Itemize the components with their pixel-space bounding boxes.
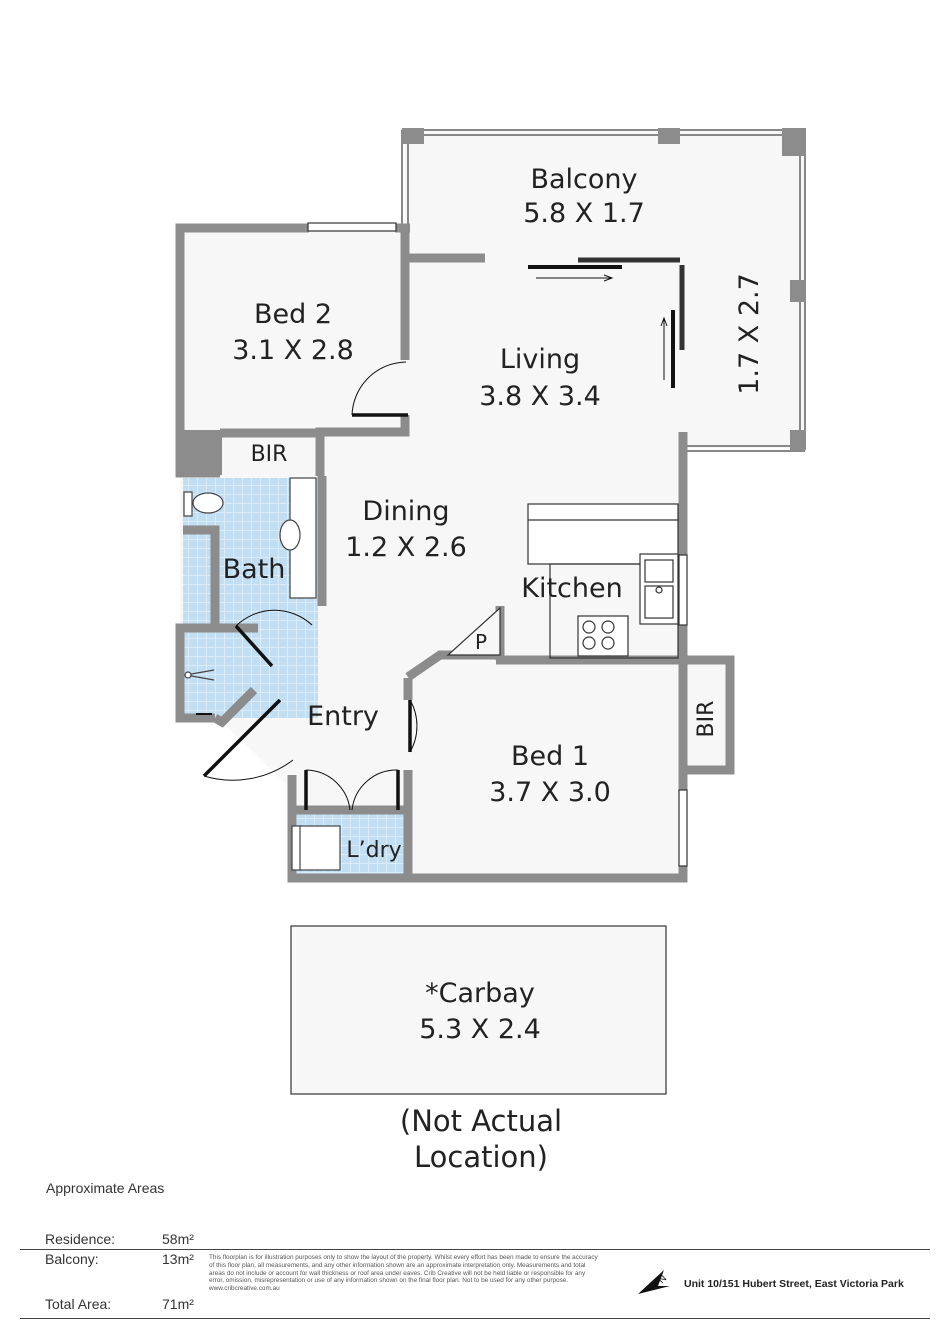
footer-rule-top <box>20 1249 930 1250</box>
bir-top-name: BIR <box>251 442 288 467</box>
living-dims: 3.8 X 3.4 <box>479 381 601 412</box>
footer-rule-bottom <box>20 1318 930 1319</box>
carbay-dims: 5.3 X 2.4 <box>419 1014 541 1045</box>
property-address: Unit 10/151 Hubert Street, East Victoria… <box>684 1278 904 1290</box>
living-name: Living <box>500 344 580 375</box>
residence-value: 58m² <box>162 1231 194 1247</box>
total-area-label: Total Area: <box>45 1296 112 1312</box>
doors <box>196 361 418 811</box>
entry-name: Entry <box>307 701 379 732</box>
balcony-posts <box>402 128 806 450</box>
carbay-outline <box>290 925 667 1095</box>
dining-dims: 1.2 X 2.6 <box>345 532 467 563</box>
bed2-dims: 3.1 X 2.8 <box>232 335 354 366</box>
north-arrow-icon: N <box>638 1270 670 1294</box>
bed1-name: Bed 1 <box>511 741 589 772</box>
bath-fixtures <box>183 477 341 871</box>
bir-side-name: BIR <box>694 701 719 738</box>
balcony-name: Balcony <box>530 164 637 195</box>
kitchen-fixtures <box>446 503 679 659</box>
windows <box>307 222 688 867</box>
carbay-note-line1: (Not Actual <box>400 1104 562 1138</box>
entry-lower-wall <box>212 686 258 728</box>
disclaimer-text: This floorplan is for illustration purpo… <box>209 1254 598 1293</box>
balcony-area-value: 13m² <box>162 1251 194 1267</box>
room-labels: Balcony 5.8 X 1.7 1.7 X 2.7 Living 3.8 X… <box>223 164 765 1174</box>
balcony-area-label: Balcony: <box>45 1251 99 1267</box>
bir-wall-block <box>176 430 222 475</box>
bed2-name: Bed 2 <box>254 299 332 330</box>
carbay-name: *Carbay <box>425 978 535 1009</box>
kitchen-name: Kitchen <box>521 573 622 604</box>
bath-name: Bath <box>223 554 286 585</box>
bed1-dims: 3.7 X 3.0 <box>489 777 611 808</box>
pantry-name: P <box>475 630 487 654</box>
balcony-side-dims: 1.7 X 2.7 <box>734 273 765 395</box>
balcony-dims: 5.8 X 1.7 <box>523 198 645 229</box>
sliding-doors <box>528 257 685 388</box>
total-area-value: 71m² <box>162 1296 194 1312</box>
dining-name: Dining <box>362 496 449 527</box>
areas-heading: Approximate Areas <box>46 1180 165 1196</box>
carbay-note-line2: Location) <box>414 1140 548 1174</box>
residence-label: Residence: <box>45 1231 116 1247</box>
laundry-name: L’dry <box>346 838 401 863</box>
